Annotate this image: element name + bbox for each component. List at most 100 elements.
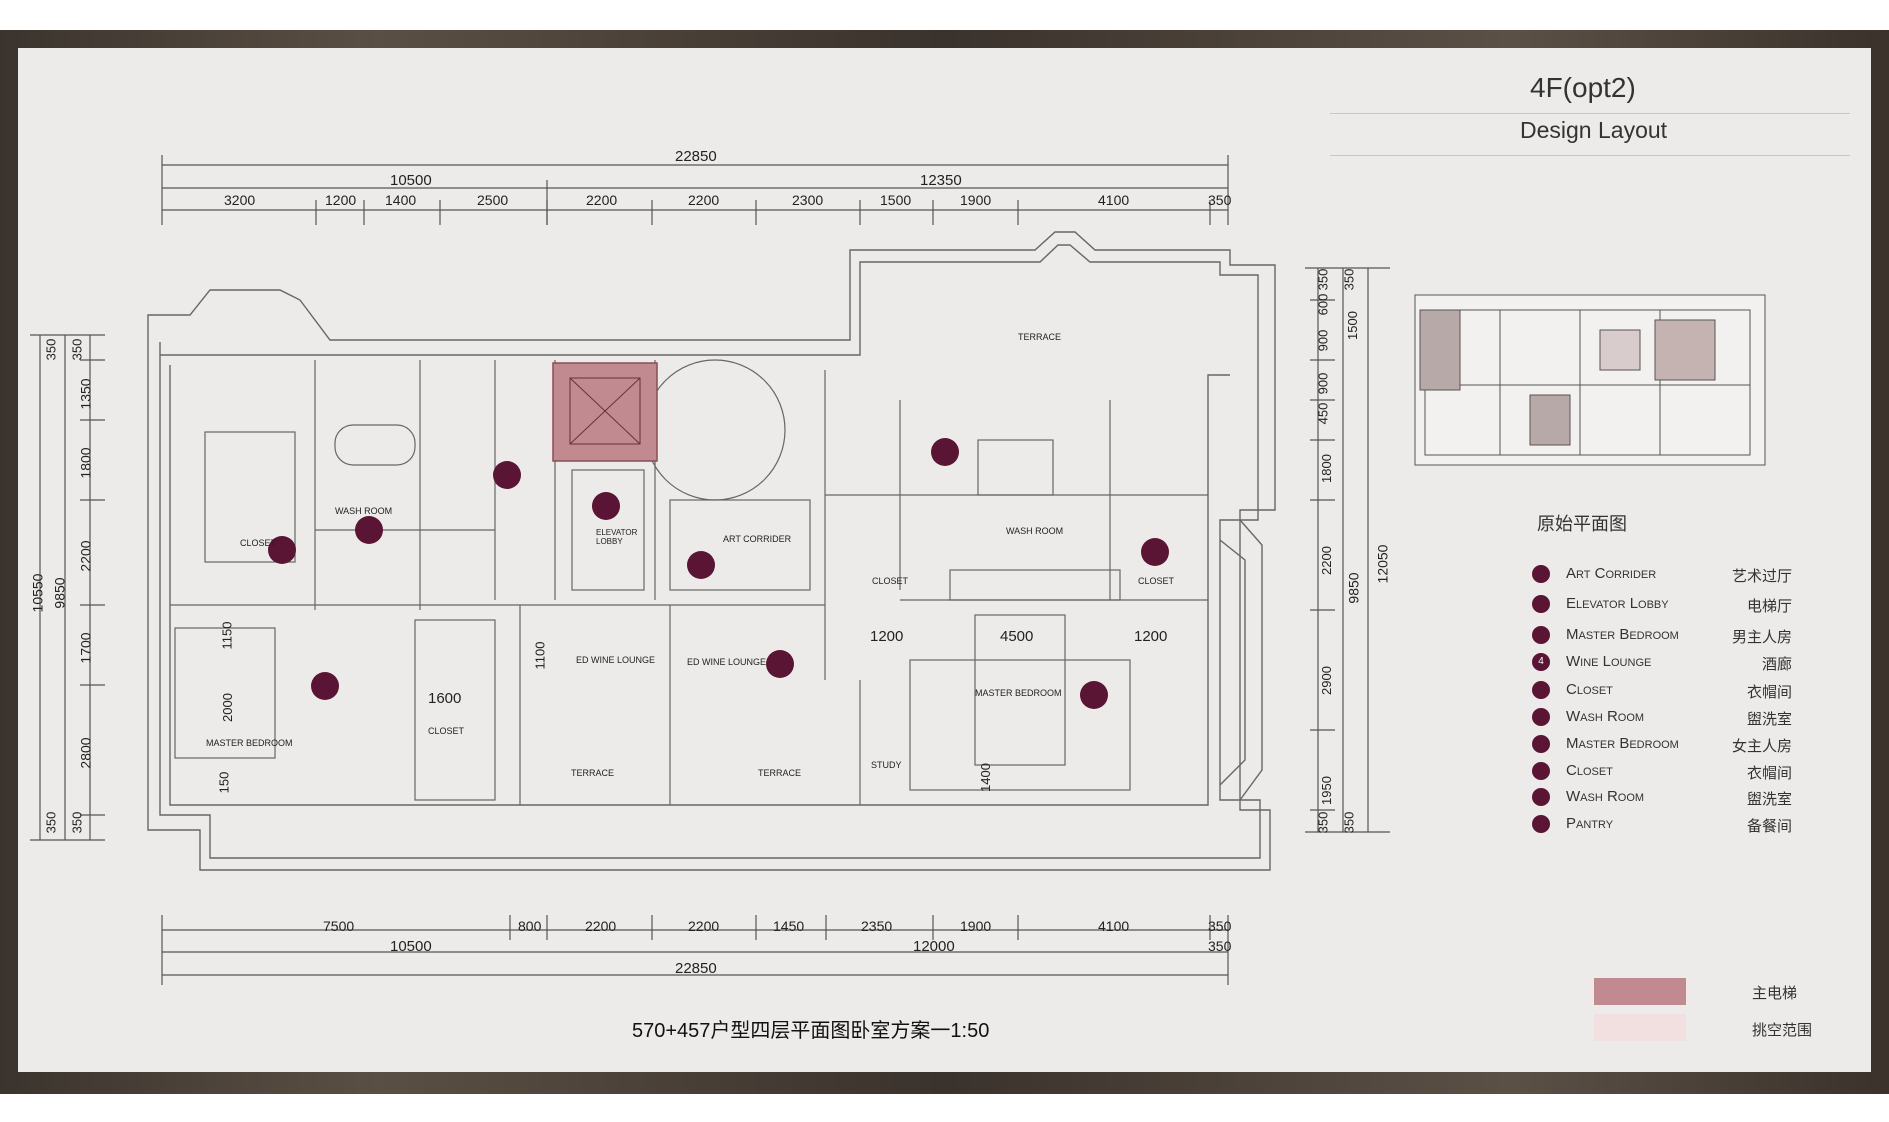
dim-bottom-seg: 2200 bbox=[688, 918, 720, 934]
plan-dim: 4500 bbox=[1000, 628, 1034, 645]
room-label-closet: CLOSET bbox=[1138, 576, 1175, 586]
dim-right-seg: 350 bbox=[1315, 268, 1331, 291]
room-dot-icon bbox=[1532, 788, 1550, 806]
dim-top-seg: 350 bbox=[1208, 192, 1232, 208]
dim-right-seg: 2200 bbox=[1318, 546, 1334, 575]
main-elevator-swatch-label: 主电梯 bbox=[1752, 985, 1798, 1002]
dim-top-total: 22850 bbox=[675, 148, 717, 165]
room-label-terrace: TERRACE bbox=[571, 768, 615, 778]
plan-dim: 1400 bbox=[977, 763, 993, 792]
room-label-wash-room: WASH ROOM bbox=[335, 506, 393, 516]
legend-item: Closet 衣帽间 bbox=[1532, 677, 1792, 703]
void-area-swatch-label: 挑空范围 bbox=[1752, 1022, 1813, 1039]
dim-top-seg: 1400 bbox=[385, 192, 417, 208]
room-label-terrace: TERRACE bbox=[1018, 332, 1062, 342]
dim-left-seg: 350 bbox=[69, 811, 85, 834]
room-label-closet: CLOSET bbox=[872, 576, 909, 586]
legend-item: Pantry 备餐间 bbox=[1532, 811, 1792, 837]
dim-top-seg: 2200 bbox=[688, 192, 720, 208]
dim-left-seg: 1800 bbox=[77, 447, 94, 479]
dim-top-seg: 4100 bbox=[1098, 192, 1130, 208]
dim-top-group-1: 10500 bbox=[390, 172, 432, 189]
dim-left-seg: 1350 bbox=[77, 378, 94, 410]
dim-left-seg: 350 bbox=[43, 811, 59, 834]
room-label-terrace: TERRACE bbox=[758, 768, 802, 778]
room-dot-icon bbox=[1532, 595, 1550, 613]
plan-dim: 1150 bbox=[219, 621, 235, 650]
dim-right-seg: 350 bbox=[1341, 811, 1357, 834]
dim-right-total: 9850 bbox=[1345, 572, 1362, 604]
room-label-art-corridor: ART CORRIDER bbox=[723, 534, 792, 544]
legend-item: Master Bedroom 女主人房 bbox=[1532, 731, 1792, 757]
dim-left-seg: 350 bbox=[43, 338, 59, 361]
room-dot-icon bbox=[1532, 565, 1550, 583]
dim-top-seg: 2200 bbox=[586, 192, 618, 208]
room-dot-icon bbox=[1532, 708, 1550, 726]
dim-top-seg: 1500 bbox=[880, 192, 912, 208]
room-dot-icon bbox=[1532, 762, 1550, 780]
dim-top-seg: 2300 bbox=[792, 192, 824, 208]
plan-dim: 1600 bbox=[428, 690, 462, 707]
room-label-closet: CLOSET bbox=[428, 726, 465, 736]
legend-item: 4 Wine Lounge 酒廊 bbox=[1532, 649, 1792, 675]
original-plan-label: 原始平面图 bbox=[1537, 514, 1627, 534]
void-area-swatch bbox=[1594, 1014, 1686, 1041]
room-label-master-bedroom: MASTER BEDROOM bbox=[975, 688, 1062, 698]
dim-right-seg: 350 bbox=[1341, 268, 1357, 291]
dim-bottom-group-2: 12000 bbox=[913, 938, 955, 955]
dim-top-group-2: 12350 bbox=[920, 172, 962, 189]
plan-dim: 1200 bbox=[1134, 628, 1168, 645]
drawing-sheet bbox=[18, 48, 1871, 1072]
room-dot-icon bbox=[1532, 735, 1550, 753]
dim-right-seg: 1800 bbox=[1318, 454, 1334, 483]
original-plan-thumbnail bbox=[1414, 294, 1766, 466]
room-dot-icon bbox=[1532, 681, 1550, 699]
legend-item: Art Corrider 艺术过厅 bbox=[1532, 561, 1792, 587]
drawing-caption: 570+457户型四层平面图卧室方案一1:50 bbox=[632, 1020, 990, 1042]
dim-bottom-seg: 4100 bbox=[1098, 918, 1130, 934]
dim-top-seg: 3200 bbox=[224, 192, 256, 208]
dim-right-seg: 900 bbox=[1315, 372, 1331, 395]
dim-left-total: 9850 bbox=[51, 577, 68, 609]
dim-left-total: 10550 bbox=[29, 573, 46, 613]
plan-dim: 2000 bbox=[219, 693, 235, 722]
dim-bottom-group-3: 350 bbox=[1208, 938, 1232, 954]
legend-item: Elevator Lobby 电梯厅 bbox=[1532, 591, 1792, 617]
room-dot-icon: 4 bbox=[1532, 653, 1550, 671]
dim-left-seg: 2200 bbox=[77, 540, 94, 572]
dim-right-seg: 600 bbox=[1315, 293, 1331, 316]
dim-left-seg: 1700 bbox=[77, 632, 94, 664]
dim-right-seg: 900 bbox=[1315, 329, 1331, 352]
plan-dim: 1200 bbox=[870, 628, 904, 645]
dim-bottom-seg: 800 bbox=[518, 918, 542, 934]
room-label-wine-lounge: ED WINE LOUNGE bbox=[687, 657, 767, 667]
dim-top-seg: 1200 bbox=[325, 192, 357, 208]
dim-bottom-group-1: 10500 bbox=[390, 938, 432, 955]
room-label-closet: CLOSET bbox=[240, 538, 277, 548]
room-dot-icon bbox=[1532, 626, 1550, 644]
subtitle-rule bbox=[1330, 155, 1850, 156]
page-subtitle: Design Layout bbox=[1520, 117, 1668, 143]
dim-right-seg: 350 bbox=[1315, 811, 1331, 834]
room-label-master-bedroom: MASTER BEDROOM bbox=[206, 738, 293, 748]
dim-right-seg: 1950 bbox=[1318, 776, 1334, 805]
room-label-study: STUDY bbox=[871, 760, 902, 770]
page-title: 4F(opt2) bbox=[1530, 72, 1636, 103]
dim-bottom-seg: 1900 bbox=[960, 918, 992, 934]
dim-left-seg: 2800 bbox=[77, 737, 94, 769]
dim-bottom-seg: 7500 bbox=[323, 918, 355, 934]
room-label-elevator-lobby: ELEVATOR LOBBY bbox=[596, 528, 638, 546]
dim-right-seg: 450 bbox=[1315, 402, 1331, 425]
dim-top-seg: 2500 bbox=[477, 192, 509, 208]
dim-bottom-seg: 350 bbox=[1208, 918, 1232, 934]
room-label-wash-room: WASH ROOM bbox=[1006, 526, 1064, 536]
title-rule bbox=[1330, 113, 1850, 114]
plan-dim: 1100 bbox=[532, 641, 548, 670]
dim-bottom-seg: 2350 bbox=[861, 918, 893, 934]
dim-right-seg: 1500 bbox=[1344, 311, 1360, 340]
room-label-wine-lounge: ED WINE LOUNGE bbox=[576, 655, 656, 665]
dim-right-total: 12050 bbox=[1374, 544, 1391, 584]
main-elevator-swatch bbox=[1594, 978, 1686, 1005]
dim-top-seg: 1900 bbox=[960, 192, 992, 208]
